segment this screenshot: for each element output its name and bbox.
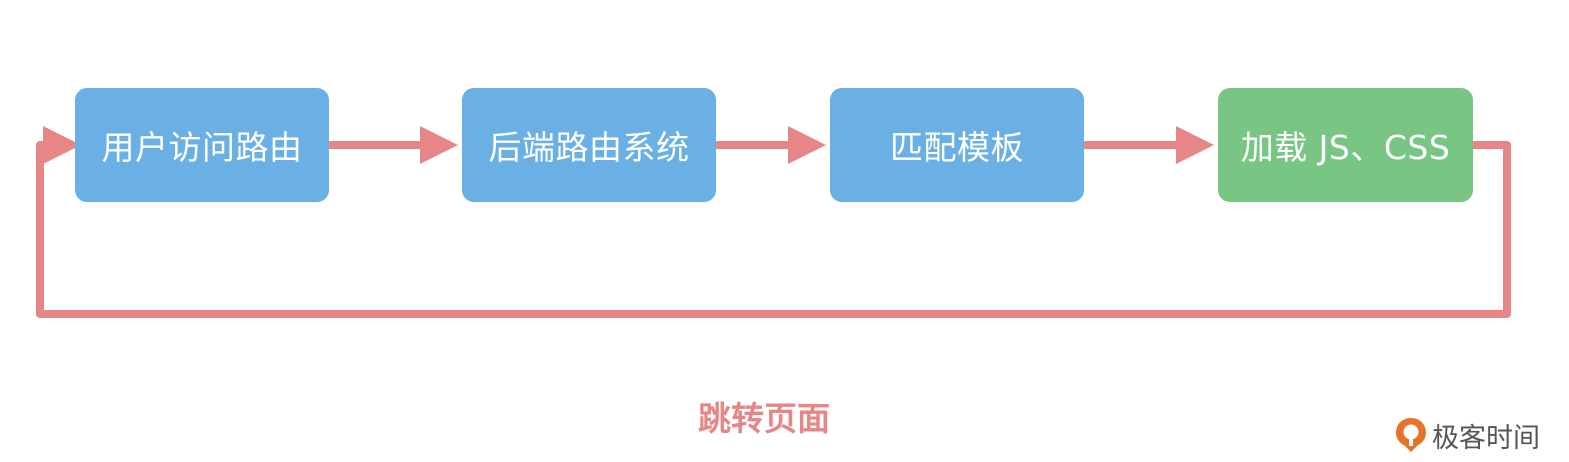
arrow-load-assets-to-user-route — [36, 126, 1511, 318]
arrow-user-route-to-backend-router — [325, 126, 458, 164]
loop-label: 跳转页面 — [698, 399, 830, 438]
arrow-head — [420, 126, 458, 164]
arrow-head — [43, 126, 81, 164]
loop-path — [36, 141, 1511, 318]
brand: 极客时间 — [1394, 416, 1540, 454]
node-user-route: 用户访问路由 — [75, 88, 329, 202]
arrow-head — [1176, 126, 1214, 164]
brand-name: 极客时间 — [1432, 422, 1540, 454]
arrow-match-template-to-load-assets — [1080, 126, 1214, 164]
node-match-template: 匹配模板 — [830, 88, 1084, 202]
arrow-backend-router-to-match-template — [712, 126, 826, 164]
node-load-assets: 加载 JS、CSS — [1218, 88, 1473, 202]
arrow-head — [788, 126, 826, 164]
node-backend-router: 后端路由系统 — [462, 88, 716, 202]
geektime-logo-icon — [1396, 418, 1426, 452]
